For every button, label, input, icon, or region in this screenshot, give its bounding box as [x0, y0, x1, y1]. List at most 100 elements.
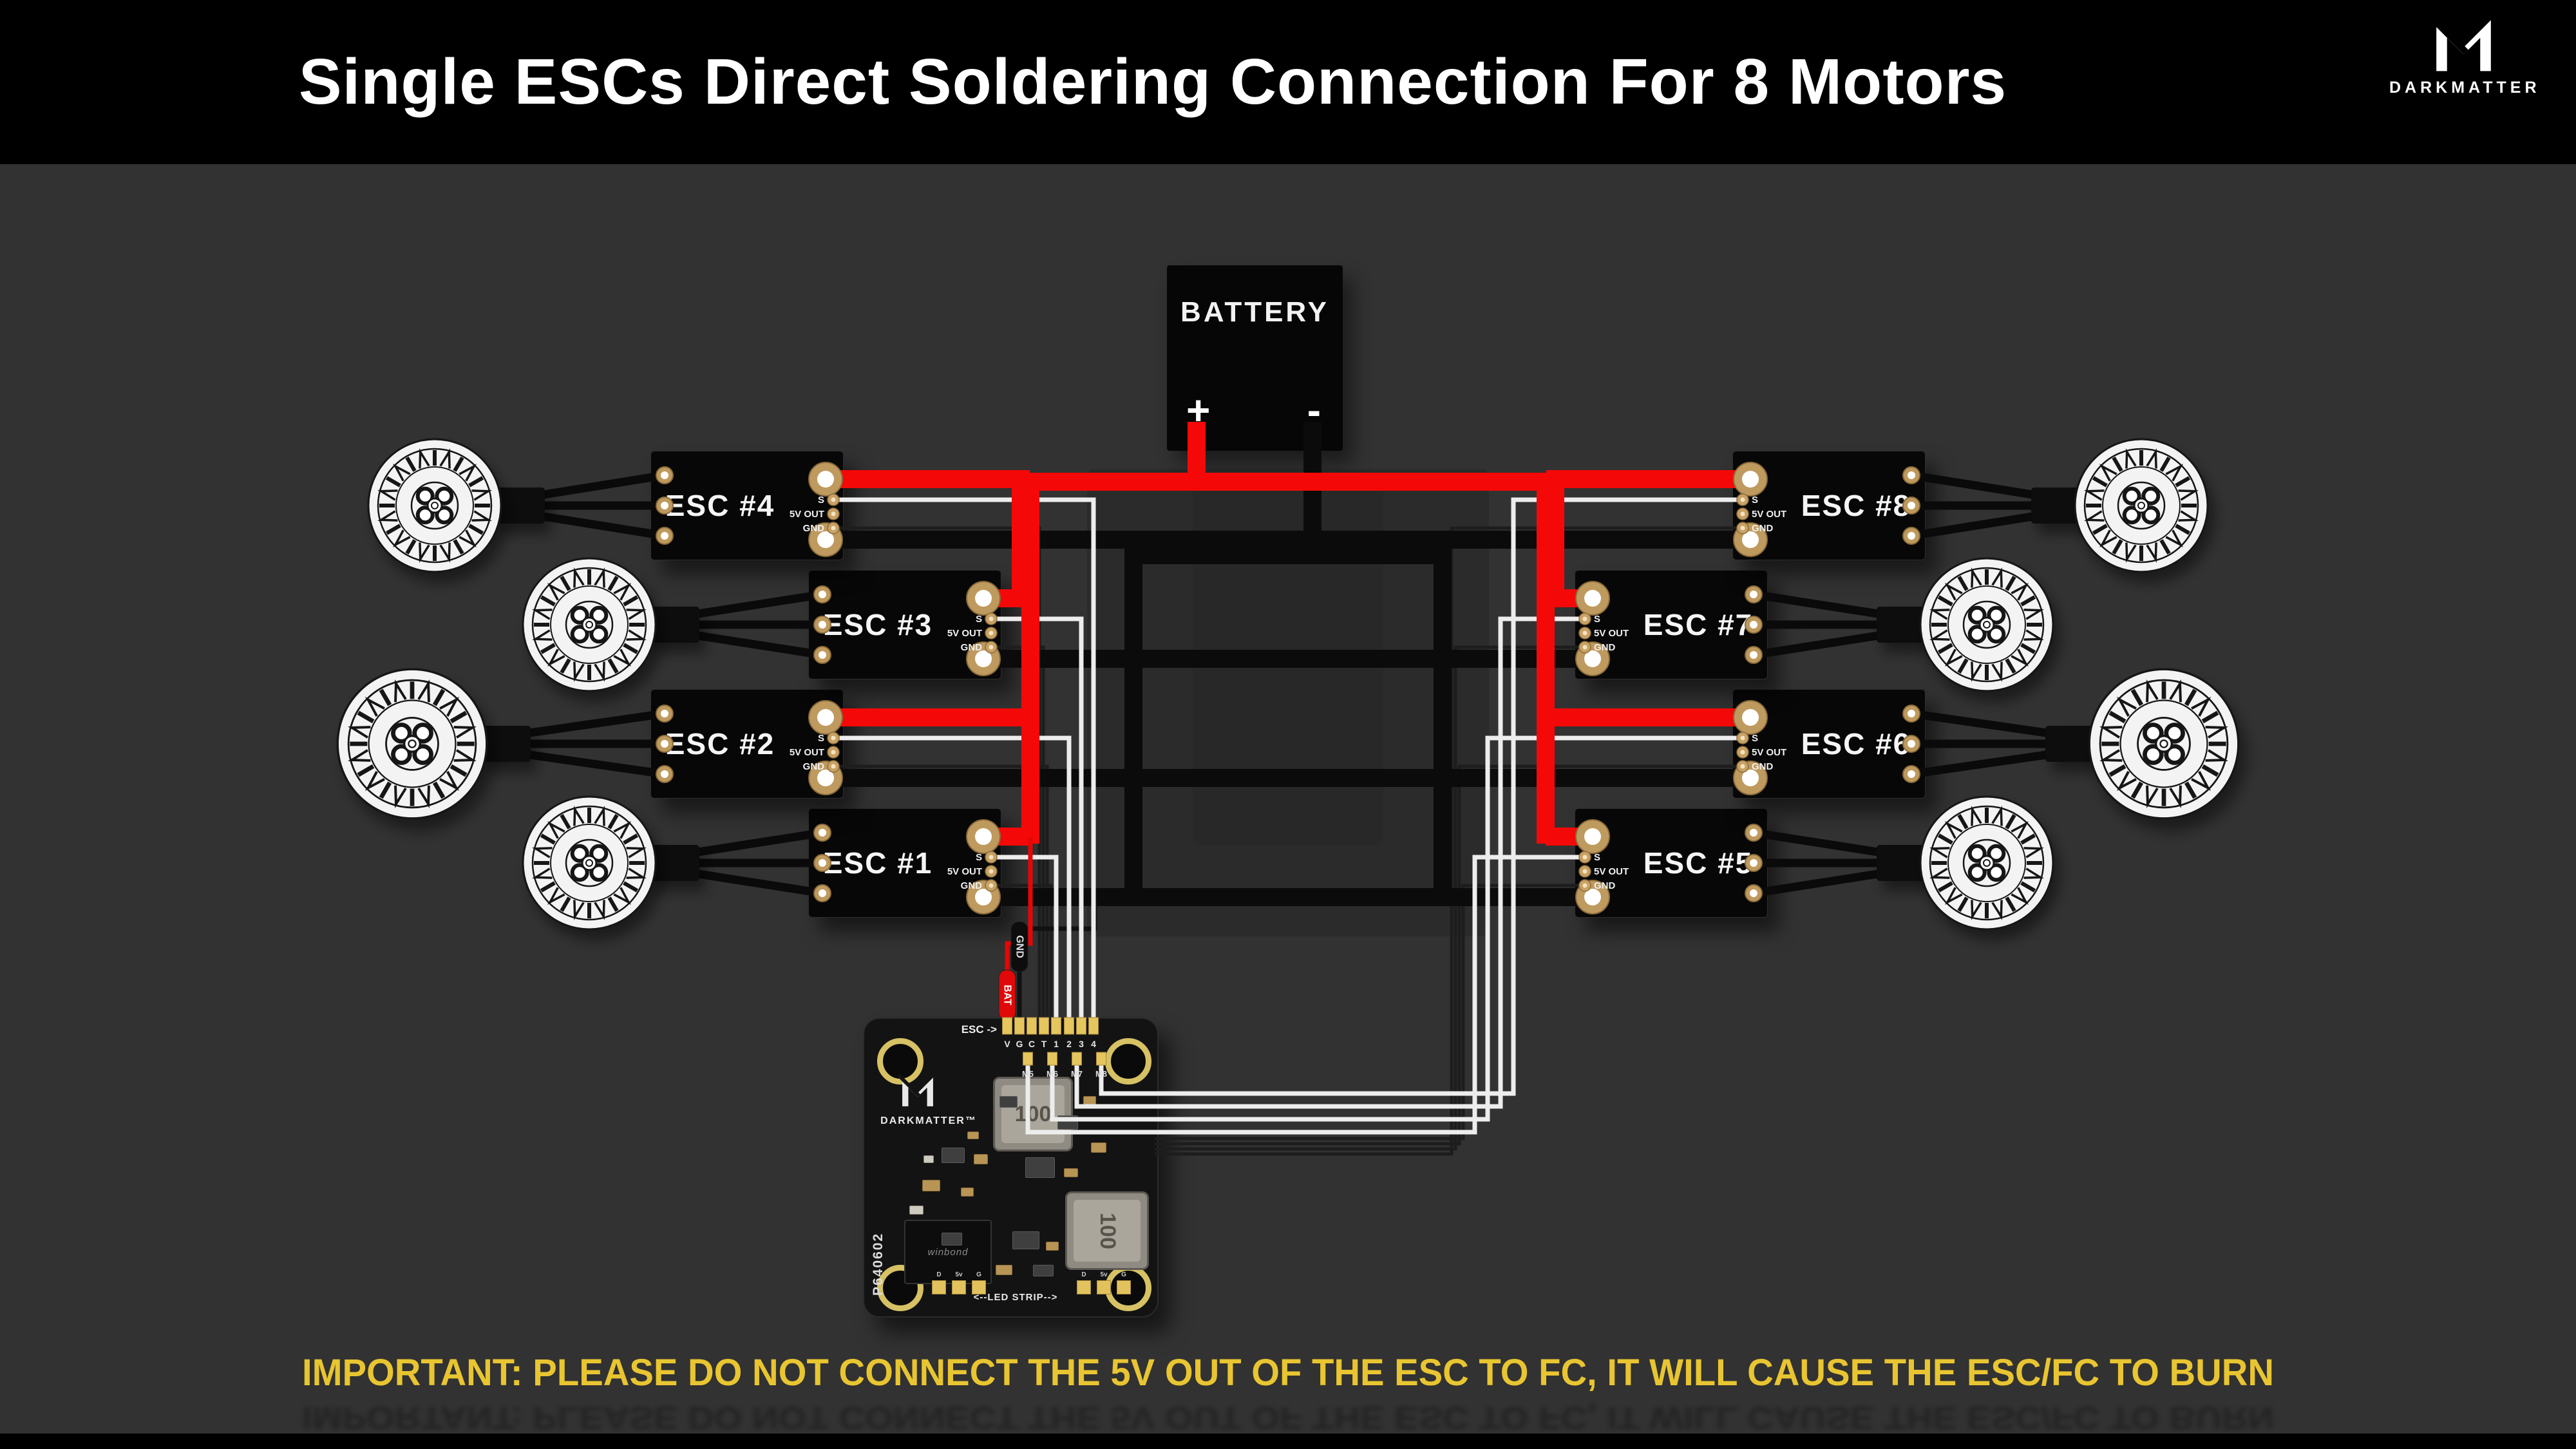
wire: [539, 512, 669, 540]
fc-smd-component: [923, 1155, 934, 1163]
brand-logo-block: DARKMATTER: [2389, 14, 2537, 97]
wire: [525, 750, 669, 779]
motor-connector: [2031, 488, 2083, 524]
fc-led-strip-pads-right: D 5v G: [1077, 1271, 1131, 1294]
fc-smd-component: [1057, 1115, 1078, 1130]
fc-darkmatter-logo-icon: [896, 1074, 933, 1106]
wire: [525, 709, 669, 737]
motor-6: [2089, 669, 2239, 819]
wire: [1749, 590, 1882, 618]
motor-connector: [1877, 845, 1928, 881]
wire: [1749, 869, 1882, 898]
fc-smd-component: [1012, 1231, 1039, 1249]
motor-1: [523, 797, 656, 929]
wire: [694, 631, 827, 659]
wire: [1907, 709, 2051, 737]
esc-box-1: ESC #1: [808, 808, 1001, 918]
esc-label: ESC #4: [665, 489, 775, 522]
fc-mounting-hole: [877, 1265, 923, 1311]
motor-7: [1920, 558, 2053, 691]
warning-text: IMPORTANT: PLEASE DO NOT CONNECT THE 5V …: [301, 1352, 2275, 1394]
motor-5: [1920, 797, 2053, 929]
motor-connector: [2045, 726, 2097, 762]
wire: [1907, 471, 2037, 499]
wire: [991, 616, 1084, 1025]
fc-led-pin-label: 5v: [1100, 1271, 1108, 1278]
fc-memory-chip: winbond: [904, 1220, 992, 1284]
esc-label: ESC #2: [665, 727, 775, 761]
fc-led-pin-label: G: [976, 1271, 981, 1278]
battery-minus-terminal: -: [1307, 387, 1321, 433]
brand-name: DARKMATTER: [2389, 79, 2541, 97]
fc-led-pin-label: 5v: [955, 1271, 963, 1278]
wire: [694, 869, 827, 898]
fc-smd-component: [961, 1188, 974, 1197]
motor-connector: [648, 607, 699, 643]
fc-led-pin-label: D: [1081, 1271, 1086, 1278]
wire: [539, 471, 669, 499]
wire: [694, 828, 827, 857]
warning-text-reflection: IMPORTANT: PLEASE DO NOT CONNECT THE 5V …: [301, 1399, 2275, 1436]
motor-connector: [648, 845, 699, 881]
gnd-wire-tag: GND: [1010, 921, 1028, 972]
esc-label: ESC #3: [822, 608, 933, 641]
darkmatter-logo-icon: [2427, 14, 2491, 71]
fc-brand-text: DARKMATTER™: [880, 1115, 977, 1126]
motor-connector: [493, 488, 545, 524]
fc-led-strip-pads-left: D 5v G: [932, 1271, 986, 1294]
esc-box-6: ESC #6: [1732, 689, 1926, 799]
fc-smd-component: [942, 1148, 965, 1163]
fc-smd-component: [967, 1132, 979, 1139]
esc-box-3: ESC #3: [808, 570, 1001, 679]
wire: [1907, 512, 2037, 540]
page-title: Single ESCs Direct Soldering Connection …: [298, 46, 2007, 118]
battery-plus-terminal: +: [1186, 387, 1211, 433]
fc-smd-component: [1033, 1265, 1054, 1276]
fc-smd-component: [974, 1154, 988, 1164]
fc-led-pin-label: D: [936, 1271, 942, 1278]
esc-label: ESC #5: [1643, 846, 1754, 880]
header-bar: Single ESCs Direct Soldering Connection …: [0, 0, 2576, 164]
fc-smd-component: [996, 1265, 1012, 1275]
footer-bar: [0, 1434, 2576, 1449]
esc-label: ESC #6: [1801, 727, 1911, 761]
fc-led-pad: 5v: [1097, 1271, 1111, 1294]
fc-led-strip-label: <--LED STRIP-->: [973, 1292, 1058, 1303]
motor-4: [368, 439, 501, 572]
fc-led-pad: G: [1117, 1271, 1131, 1294]
motor-connector: [479, 726, 531, 762]
motor-8: [2075, 439, 2208, 572]
battery-label: BATTERY: [1180, 296, 1329, 328]
fc-smd-component: [1091, 1142, 1106, 1153]
wire: [1749, 828, 1882, 857]
fc-led-pin-label: G: [1121, 1271, 1126, 1278]
esc-box-2: ESC #2: [650, 689, 844, 799]
svg-text:GND: GND: [1014, 935, 1025, 958]
motor-connector: [1877, 607, 1928, 643]
fc-smd-component: [1064, 1168, 1078, 1177]
esc-label: ESC #7: [1643, 608, 1754, 641]
wire: [694, 590, 827, 618]
motor-2: [337, 669, 487, 819]
esc-box-7: ESC #7: [1575, 570, 1768, 679]
fc-smd-component: [909, 1206, 923, 1215]
esc-label: ESC #1: [822, 846, 933, 880]
fc-led-pad: D: [1077, 1271, 1091, 1294]
fc-smd-component: [1025, 1157, 1055, 1178]
esc-box-8: ESC #8: [1732, 451, 1926, 560]
fc-mounting-hole: [1105, 1038, 1151, 1084]
fc-led-pad: D: [932, 1271, 946, 1294]
motor-3: [523, 558, 656, 691]
flight-controller-board: DARKMATTER™ P640602 100 100 winbond D 5v…: [863, 1018, 1159, 1318]
wire: [1907, 750, 2051, 779]
wire: [1017, 900, 1097, 1025]
fc-inductor: 100: [993, 1077, 1073, 1151]
fc-board-id: P640602: [871, 1232, 886, 1296]
fc-inductor: 100: [1065, 1191, 1149, 1270]
center-shadow-panel-inner: [1193, 484, 1383, 845]
fc-smd-component: [1046, 1242, 1059, 1251]
fc-smd-component: [942, 1233, 962, 1245]
fc-smd-component: [999, 1096, 1018, 1108]
svg-text:BAT: BAT: [1002, 985, 1013, 1005]
